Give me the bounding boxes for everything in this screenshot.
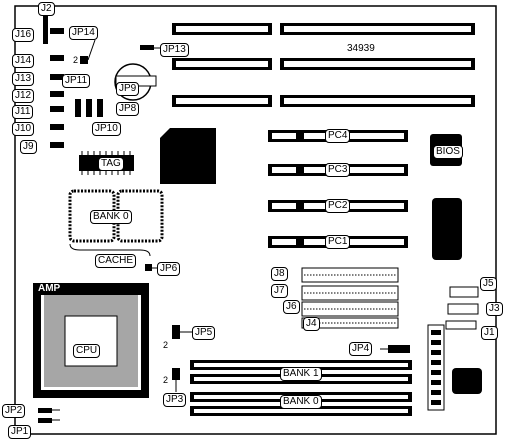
label-jp11: JP11 [62, 74, 91, 88]
label-j6: J6 [283, 300, 300, 314]
power-connector [427, 324, 445, 411]
pin-marker-jp3: 2 [163, 375, 169, 385]
label-bank0: BANK 0 [280, 395, 322, 409]
label-jp14: JP14 [69, 26, 98, 40]
label-j5: J5 [480, 277, 497, 291]
label-j14: J14 [12, 54, 35, 68]
label-j9: J9 [20, 140, 37, 154]
label-amp: AMP [38, 283, 61, 294]
label-j2: J2 [38, 2, 55, 16]
label-bios: BIOS [433, 145, 463, 159]
label-j12: J12 [12, 89, 35, 103]
label-j8: J8 [271, 267, 288, 281]
label-jp10: JP10 [92, 122, 121, 136]
label-jp1: JP1 [8, 425, 32, 439]
label-jp13: JP13 [160, 43, 189, 57]
label-cache-bank0: BANK 0 [90, 210, 132, 224]
label-pc1: PC1 [325, 235, 351, 249]
cpu-socket [33, 283, 149, 398]
label-jp3: JP3 [163, 393, 187, 407]
label-tag: TAG [98, 157, 124, 171]
io-headers [445, 286, 479, 330]
isa-slots [172, 23, 475, 107]
keyboard-controller-chip [432, 198, 462, 260]
label-bank1: BANK 1 [280, 367, 322, 381]
label-jp8: JP8 [116, 102, 140, 116]
label-j13: J13 [12, 72, 35, 86]
label-cache: CACHE [95, 254, 137, 268]
label-pc4: PC4 [325, 129, 351, 143]
board-outline [14, 5, 497, 435]
label-jp2: JP2 [2, 404, 26, 418]
left-headers [43, 6, 64, 148]
label-j1: J1 [481, 326, 498, 340]
label-j10: J10 [12, 122, 35, 136]
label-pc2: PC2 [325, 199, 351, 213]
chipset-chip [160, 128, 216, 184]
label-jp6: JP6 [157, 262, 181, 276]
pin-marker-jp14: 2 [73, 55, 79, 65]
label-j4: J4 [303, 317, 320, 331]
label-jp9: JP9 [116, 82, 140, 96]
label-j7: J7 [271, 284, 288, 298]
label-j16: J16 [12, 28, 35, 42]
pci-slots [268, 130, 408, 248]
label-j11: J11 [12, 105, 34, 119]
ide-headers [301, 267, 399, 329]
label-jp4: JP4 [349, 342, 373, 356]
label-jp5: JP5 [192, 326, 216, 340]
pin-marker-jp5: 2 [163, 340, 169, 350]
label-cpu: CPU [73, 344, 101, 358]
keyboard-connector [452, 368, 482, 394]
board-number: 34939 [347, 43, 375, 54]
label-j3: J3 [486, 302, 503, 316]
label-pc3: PC3 [325, 163, 351, 177]
